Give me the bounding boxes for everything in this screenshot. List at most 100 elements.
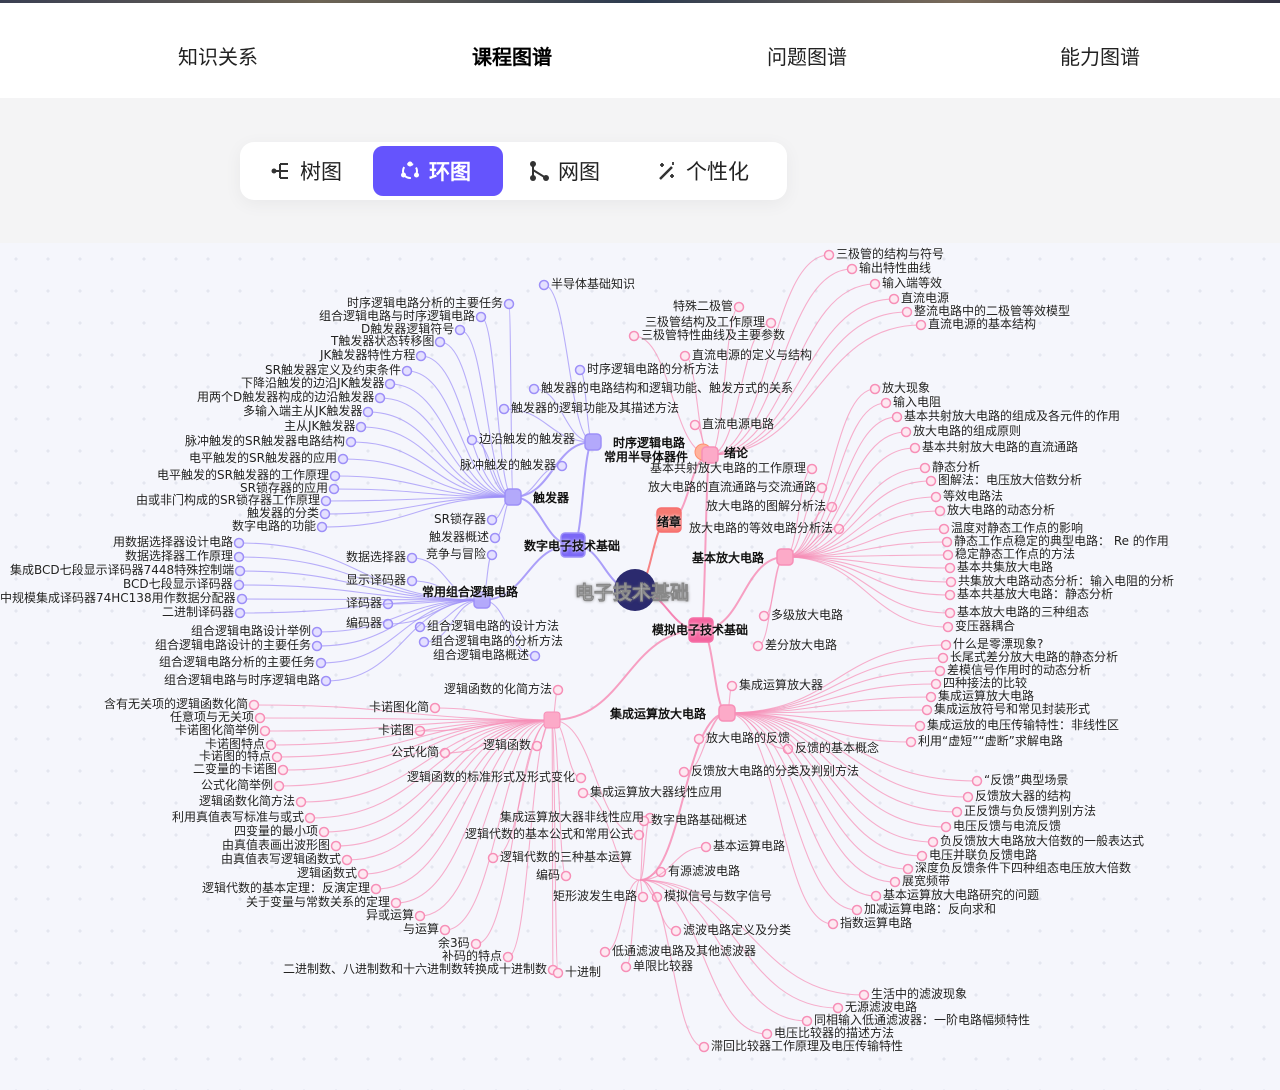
graph-node-label[interactable]: BCD七段显示译码器 xyxy=(123,577,233,591)
graph-node-label[interactable]: 多级放大电路 xyxy=(771,608,844,622)
leaf-node-dot[interactable] xyxy=(538,279,550,291)
graph-node-label[interactable]: 逻辑函数的化简方法 xyxy=(444,682,553,696)
graph-node-label[interactable]: 显示译码器 xyxy=(346,573,407,587)
hub-label-opamp[interactable]: 集成运算放大电路 xyxy=(610,707,707,721)
leaf-node-dot[interactable] xyxy=(320,495,332,507)
graph-node-label[interactable]: 反馈的基本概念 xyxy=(795,741,880,755)
graph-node-label[interactable]: SR触发器定义及约束条件 xyxy=(265,363,401,377)
graph-node-label[interactable]: 卡诺图特点 xyxy=(205,737,266,751)
leaf-node-dot[interactable] xyxy=(678,766,690,778)
graph-node-label[interactable]: 公式化简举例 xyxy=(201,778,274,792)
leaf-node-dot[interactable] xyxy=(951,806,963,818)
graph-node-label[interactable]: 数据选择器 xyxy=(346,550,407,564)
leaf-node-dot[interactable] xyxy=(295,796,307,808)
graph-node-label[interactable]: 反馈放大器的结构 xyxy=(975,789,1072,803)
leaf-node-dot[interactable] xyxy=(833,523,845,535)
leaf-node-dot[interactable] xyxy=(869,383,881,395)
leaf-node-dot[interactable] xyxy=(233,579,245,591)
leaf-node-dot[interactable] xyxy=(233,537,245,549)
leaf-node-dot[interactable] xyxy=(382,618,394,630)
hub-node[interactable] xyxy=(504,488,522,506)
leaf-node-dot[interactable] xyxy=(930,491,942,503)
graph-node-label[interactable]: 基本共射放大电路的工作原理 xyxy=(650,461,807,475)
graph-node-label[interactable]: 共集放大电路动态分析：输入电阻的分析 xyxy=(958,574,1175,588)
graph-node-label[interactable]: 逻辑函数化简方法 xyxy=(199,794,296,808)
hub-node[interactable] xyxy=(560,532,586,558)
graph-node-label[interactable]: 由或非门构成的SR锁存器工作原理 xyxy=(136,493,320,507)
graph-node-label[interactable]: 什么是零漂现象? xyxy=(953,637,1044,651)
graph-node-label[interactable]: 逻辑代数的三种基本运算 xyxy=(500,850,633,864)
hub-label-semi[interactable]: 常用半导体器件 xyxy=(604,450,689,464)
graph-node-label[interactable]: 放大电路的直流通路与交流通路 xyxy=(648,480,817,494)
graph-node-label[interactable]: 组合逻辑电路概述 xyxy=(433,648,530,662)
hub-node[interactable] xyxy=(584,433,602,451)
graph-node-label[interactable]: 有源滤波电路 xyxy=(668,864,741,878)
leaf-node-dot[interactable] xyxy=(454,324,466,336)
leaf-node-dot[interactable] xyxy=(816,482,828,494)
graph-node-label[interactable]: 编码 xyxy=(536,868,561,882)
leaf-node-dot[interactable] xyxy=(599,946,611,958)
graph-node-label[interactable]: 静态工作点稳定的典型电路： Re 的作用 xyxy=(954,534,1169,548)
leaf-node-dot[interactable] xyxy=(498,403,510,415)
graph-node-label[interactable]: 基本共基放大电路：静态分析 xyxy=(957,587,1114,601)
ring-view-button[interactable]: 环图 xyxy=(373,146,503,196)
leaf-node-dot[interactable] xyxy=(938,523,950,535)
leaf-node-dot[interactable] xyxy=(888,293,900,305)
leaf-node-dot[interactable] xyxy=(271,751,283,763)
leaf-node-dot[interactable] xyxy=(945,576,957,588)
leaf-node-dot[interactable] xyxy=(414,621,426,633)
graph-node-label[interactable]: JK触发器特性方程 xyxy=(320,348,416,362)
leaf-node-dot[interactable] xyxy=(486,514,498,526)
leaf-node-dot[interactable] xyxy=(277,764,289,776)
graph-node-label[interactable]: 放大电路的图解分析法 xyxy=(706,499,827,513)
graph-node-label[interactable]: 由真值表画出波形图 xyxy=(222,838,331,852)
tab-knowledge-relation[interactable]: 知识关系 xyxy=(178,45,258,69)
graph-node-label[interactable]: 组合逻辑电路的分析方法 xyxy=(431,634,564,648)
graph-node-label[interactable]: 电压反馈与电流反馈 xyxy=(953,819,1062,833)
leaf-node-dot[interactable] xyxy=(552,967,564,979)
graph-node-label[interactable]: 脉冲触发的触发器 xyxy=(460,458,557,472)
graph-node-label[interactable]: 输入端等效 xyxy=(882,276,943,290)
graph-node-label[interactable]: 逻辑函数 xyxy=(483,738,532,752)
graph-node-label[interactable]: 集成BCD七段显示译码器7448特殊控制端 xyxy=(10,563,235,577)
graph-node-label[interactable]: 集成运算放大器非线性应用 xyxy=(500,810,645,824)
leaf-node-dot[interactable] xyxy=(341,854,353,866)
leaf-node-dot[interactable] xyxy=(315,657,327,669)
graph-node-label[interactable]: 公式化简 xyxy=(391,745,440,759)
graph-node-label[interactable]: 放大电路的反馈 xyxy=(706,731,791,745)
leaf-node-dot[interactable] xyxy=(374,392,386,404)
graph-node-label[interactable]: 下降沿触发的边沿JK触发器 xyxy=(241,376,385,390)
leaf-node-dot[interactable] xyxy=(390,897,402,909)
leaf-node-dot[interactable] xyxy=(925,475,937,487)
leaf-node-dot[interactable] xyxy=(880,397,892,409)
graph-node-label[interactable]: 图解法：电压放大倍数分析 xyxy=(938,473,1083,487)
leaf-node-dot[interactable] xyxy=(265,739,277,751)
graph-node-label[interactable]: 电平触发的SR触发器的应用 xyxy=(189,451,337,465)
graph-node-label[interactable]: 触发器的逻辑功能及其描述方法 xyxy=(511,401,680,415)
graph-node-label[interactable]: 二进制数、八进制数和十六进制数转换成十进制数 xyxy=(283,962,548,976)
graph-node-label[interactable]: 含有无关项的逻辑函数化简 xyxy=(104,697,249,711)
graph-node-label[interactable]: 主从JK触发器 xyxy=(284,419,356,433)
graph-node-label[interactable]: 三极管特性曲线及主要参数 xyxy=(641,328,786,342)
leaf-node-dot[interactable] xyxy=(726,680,738,692)
graph-node-label[interactable]: 基本共射放大电路的组成及各元件的作用 xyxy=(904,409,1121,423)
leaf-node-dot[interactable] xyxy=(637,891,649,903)
leaf-node-dot[interactable] xyxy=(489,532,501,544)
graph-node-label[interactable]: 关于变量与常数关系的定理 xyxy=(246,895,391,909)
graph-node-label[interactable]: 滤波电路定义及分类 xyxy=(683,923,792,937)
graph-node-label[interactable]: 二进制译码器 xyxy=(162,605,235,619)
graph-node-label[interactable]: 逻辑代数的基本公式和常用公式 xyxy=(465,827,634,841)
graph-node-label[interactable]: 数字电路的功能 xyxy=(232,519,317,533)
leaf-node-dot[interactable] xyxy=(902,863,914,875)
graph-node-label[interactable]: 指数运算电路 xyxy=(840,916,913,930)
leaf-node-dot[interactable] xyxy=(846,263,858,275)
graph-node-label[interactable]: 十进制 xyxy=(565,965,602,979)
graph-node-label[interactable]: 集成运算放大器线性应用 xyxy=(590,785,723,799)
leaf-node-dot[interactable] xyxy=(761,1028,773,1040)
leaf-node-dot[interactable] xyxy=(909,442,921,454)
graph-node-label[interactable]: 变压器耦合 xyxy=(955,619,1016,633)
graph-node-label[interactable]: 加减运算电路：反向求和 xyxy=(864,902,997,916)
leaf-node-dot[interactable] xyxy=(858,989,870,1001)
leaf-node-dot[interactable] xyxy=(925,691,937,703)
leaf-node-dot[interactable] xyxy=(919,462,931,474)
